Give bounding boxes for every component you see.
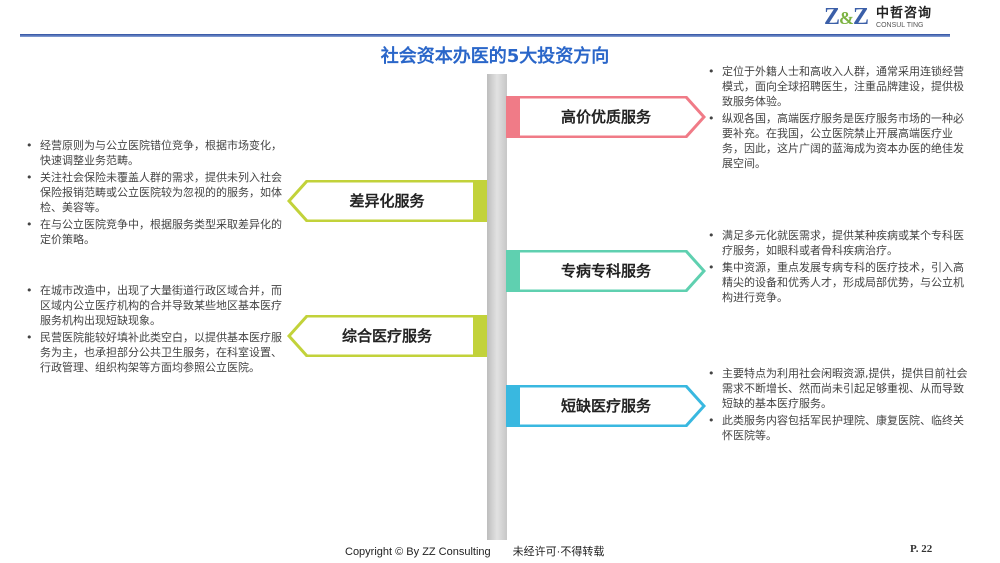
sign-label: 短缺医疗服务 [560,397,651,415]
sign-label: 综合医疗服务 [341,327,432,345]
logo-mark: Z&Z [824,4,869,30]
bullet-item: 纵观各国，高端医疗服务是医疗服务市场的一种必要补充。在我国，公立医院禁止开展高端… [706,111,971,171]
bullet-item: 定位于外籍人士和高收入人群，通常采用连锁经营模式，面向全球招聘医生，注重品牌建设… [706,64,971,109]
sign-2-bullets: 经营原则为与公立医院错位竞争，根据市场变化，快速调整业务范畴。关注社会保险未覆盖… [24,138,289,249]
bullet-item: 民营医院能较好填补此类空白，以提供基本医疗服务为主，也承担部分公共卫生服务，在科… [24,330,289,375]
header-divider [20,34,950,37]
sign-label: 高价优质服务 [560,108,651,126]
sign-arrow-shape [287,180,487,222]
sign-arrow-shape [506,385,706,427]
sign-5-bullets: 主要特点为利用社会闲暇资源,提供，提供目前社会需求不断增长、然而尚未引起足够重视… [706,366,971,445]
sign-4: 综合医疗服务 [287,315,487,357]
signpost-pole [487,74,507,540]
logo-cn: 中哲咨询 [876,5,933,21]
sign-3-bullets: 满足多元化就医需求，提供某种疾病或某个专科医疗服务，如眼科或者骨科疾病治疗。集中… [706,228,971,307]
bullet-item: 在与公立医院竞争中，根据服务类型采取差异化的定价策略。 [24,217,289,247]
sign-label: 差异化服务 [349,192,425,210]
sign-1-bullets: 定位于外籍人士和高收入人群，通常采用连锁经营模式，面向全球招聘医生，注重品牌建设… [706,64,971,173]
sign-3: 专病专科服务 [506,250,706,292]
page-number: P. 22 [910,543,933,555]
sign-arrow-shape [506,96,706,138]
page-title: 社会资本办医的5大投资方向 [380,46,610,67]
footer: Copyright © By ZZ Consulting 未经许可·不得转载 [345,543,604,559]
sign-5: 短缺医疗服务 [506,385,706,427]
bullet-item: 主要特点为利用社会闲暇资源,提供，提供目前社会需求不断增长、然而尚未引起足够重视… [706,366,971,411]
sign-arrow-shape [506,250,706,292]
bullet-item: 满足多元化就医需求，提供某种疾病或某个专科医疗服务，如眼科或者骨科疾病治疗。 [706,228,971,258]
bullet-item: 关注社会保险未覆盖人群的需求，提供未列入社会保险报销范畴或公立医院较为忽视的的服… [24,170,289,215]
bullet-item: 此类服务内容包括军民护理院、康复医院、临终关怀医院等。 [706,413,971,443]
bullet-item: 在城市改造中，出现了大量街道行政区域合并，而区域内公立医疗机构的合并导致某些地区… [24,283,289,328]
bullet-item: 经营原则为与公立医院错位竞争，根据市场变化，快速调整业务范畴。 [24,138,289,168]
sign-1: 高价优质服务 [506,96,706,138]
bullet-item: 集中资源，重点发展专病专科的医疗技术，引入高精尖的设备和优秀人才，形成局部优势，… [706,260,971,305]
sign-4-bullets: 在城市改造中，出现了大量街道行政区域合并，而区域内公立医疗机构的合并导致某些地区… [24,283,289,377]
notice-text: 未经许可·不得转载 [512,546,605,558]
sign-label: 专病专科服务 [560,262,651,280]
sign-arrow-shape [287,315,487,357]
sign-2: 差异化服务 [287,180,487,222]
copyright-text: Copyright © By ZZ Consulting [345,546,491,558]
logo-en: CONSUL TING [876,21,924,29]
